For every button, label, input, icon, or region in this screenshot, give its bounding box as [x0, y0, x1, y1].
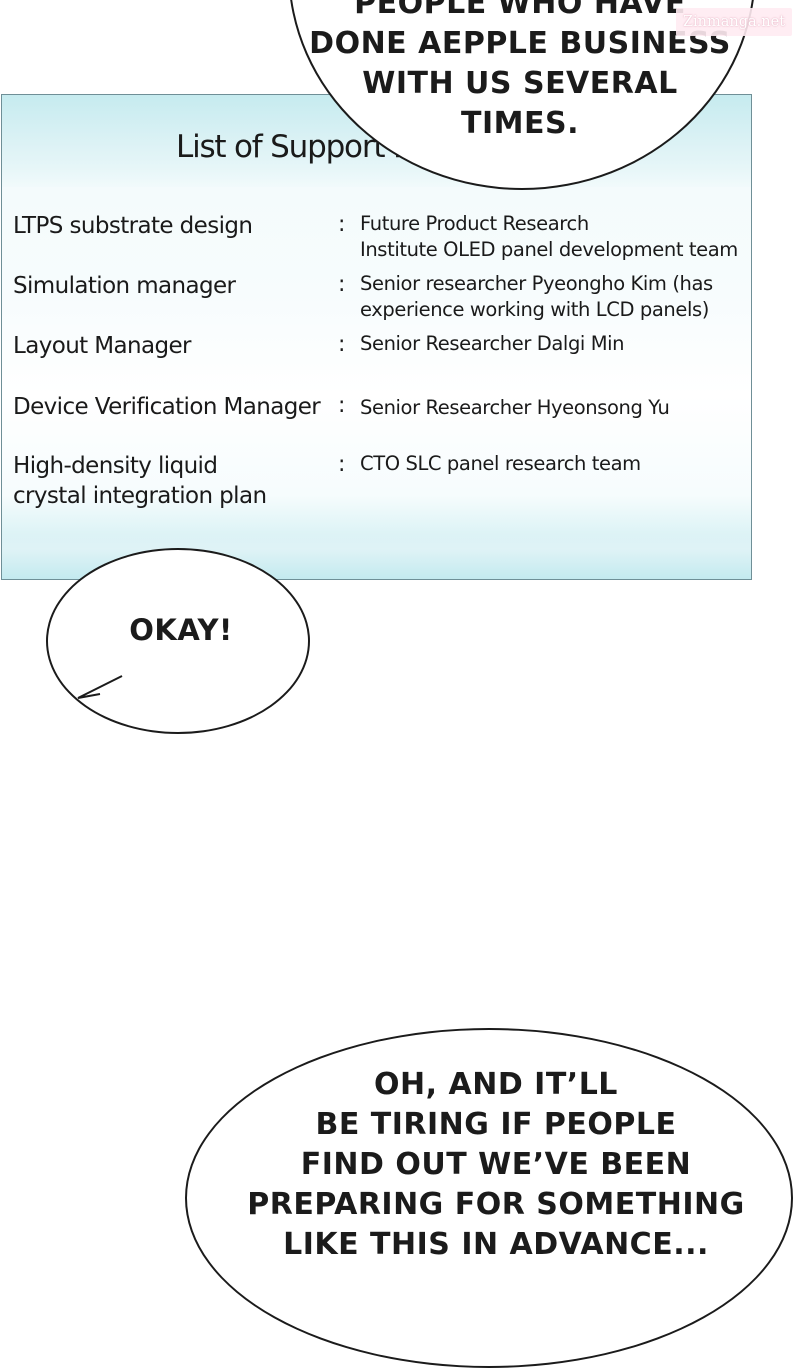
- row-separator: :: [338, 452, 346, 477]
- row-label: High-density liquid crystal integration …: [13, 453, 267, 509]
- row-value: CTO SLC panel research team: [360, 452, 641, 475]
- row-value: Future Product Research Institute OLED p…: [360, 212, 738, 261]
- row-separator: :: [338, 393, 346, 418]
- row-value: Senior Researcher Hyeonsong Yu: [360, 396, 670, 419]
- row-value: Senior researcher Pyeongho Kim (has expe…: [360, 272, 713, 321]
- row-label: LTPS substrate design: [13, 213, 253, 239]
- speech-bubble-top-text: PEOPLE WHO HAVE DONE AEPPLE BUSINESS WIT…: [309, 0, 731, 141]
- support-personnel-panel: List of Support Personnel LTPS substrate…: [1, 94, 752, 580]
- speech-bubble-tail-icon: [77, 675, 128, 700]
- row-separator: :: [338, 332, 346, 357]
- row-value: Senior Researcher Dalgi Min: [360, 332, 625, 355]
- row-label: Layout Manager: [13, 333, 192, 359]
- row-separator: :: [338, 212, 346, 237]
- row-label: Simulation manager: [13, 273, 236, 299]
- speech-bubble-okay-text: OKAY!: [129, 613, 233, 647]
- speech-bubble-bottom-text: OH, AND IT’LL BE TIRING IF PEOPLE FIND O…: [247, 1067, 745, 1262]
- row-label: Device Verification Manager: [13, 394, 321, 420]
- row-separator: :: [338, 272, 346, 297]
- site-watermark: Zinmanga.net: [676, 8, 792, 36]
- speech-bubble-okay: [46, 548, 310, 734]
